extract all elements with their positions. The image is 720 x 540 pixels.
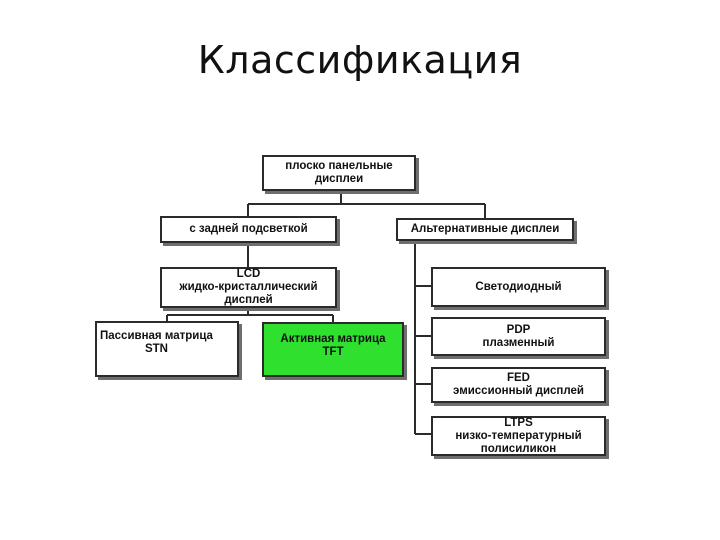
node-flat-panel-displays: плоско панельные дисплеи bbox=[262, 155, 416, 191]
node-passive-matrix: Пассивная матрица STN bbox=[95, 321, 239, 377]
node-lcd: LCD жидко-кристаллический дисплей bbox=[160, 267, 337, 308]
node-pdp: PDP плазменный bbox=[431, 317, 606, 356]
node-backlit: с задней подсветкой bbox=[160, 216, 337, 243]
node-active-matrix: Активная матрица TFT bbox=[262, 322, 404, 377]
node-alternative-displays: Альтернативные дисплеи bbox=[396, 218, 574, 241]
node-led: Светодиодный bbox=[431, 267, 606, 307]
slide-title: Классификация bbox=[197, 38, 523, 82]
node-fed: FED эмиссионный дисплей bbox=[431, 367, 606, 403]
node-ltps: LTPS низко-температурный полисиликон bbox=[431, 416, 606, 456]
